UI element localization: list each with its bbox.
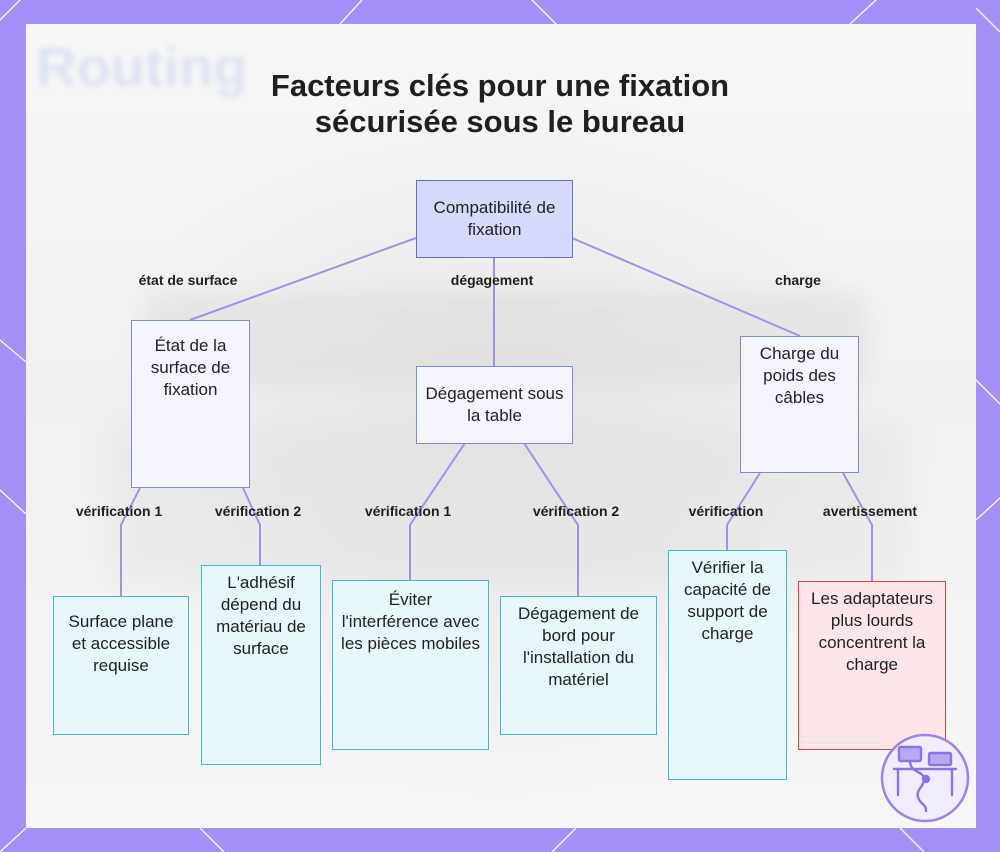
- node-leaf-flat[interactable]: Surface plane et accessible requise: [53, 596, 189, 735]
- title-line-1: Facteurs clés pour une fixation: [270, 68, 730, 103]
- edge-root-weight: [571, 237, 801, 337]
- node-root[interactable]: Compatibilité de fixation: [416, 180, 573, 258]
- edge-clearance-v2: [523, 442, 579, 596]
- edge-clearance-v1: [409, 442, 466, 580]
- node-surface[interactable]: État de la surface de fixation: [131, 320, 250, 488]
- edge-label-clearance: dégagement: [450, 272, 534, 288]
- edge-label-surface-v1: vérification 1: [75, 503, 163, 519]
- title-line-2: sécurisée sous le bureau: [314, 104, 686, 139]
- edge-label-weight: charge: [775, 272, 821, 288]
- edge-root-surface: [189, 237, 417, 321]
- edge-label-clearance-v1: vérification 1: [364, 503, 452, 519]
- edge-label-surface-v2: vérification 2: [214, 503, 302, 519]
- edge-label-weight-warn: avertissement: [822, 503, 918, 519]
- page-title: Facteurs clés pour une fixation sécurisé…: [150, 68, 850, 140]
- node-leaf-avoid[interactable]: Éviter l'interférence avec les pièces mo…: [332, 580, 489, 750]
- edge-label-clearance-v2: vérification 2: [532, 503, 620, 519]
- edge-label-weight-verify: vérification: [688, 503, 764, 519]
- edge-label-surface: état de surface: [138, 272, 238, 288]
- edge-surface-v1: [120, 487, 141, 596]
- edge-weight-warn: [842, 472, 873, 581]
- edge-surface-v2: [242, 487, 261, 565]
- node-leaf-adapters[interactable]: Les adaptateurs plus lourds concentrent …: [798, 581, 946, 750]
- node-leaf-adhesive[interactable]: L'adhésif dépend du matériau de surface: [201, 565, 321, 765]
- desk-cable-icon: [880, 733, 970, 823]
- node-leaf-verify[interactable]: Vérifier la capacité de support de charg…: [668, 550, 787, 780]
- node-leaf-edge[interactable]: Dégagement de bord pour l'installation d…: [500, 596, 657, 735]
- node-clearance[interactable]: Dégagement sous la table: [416, 366, 573, 444]
- background-decoration: Routing: [36, 35, 248, 98]
- node-weight[interactable]: Charge du poids des câbles: [740, 336, 859, 473]
- edge-weight-verify: [726, 472, 761, 550]
